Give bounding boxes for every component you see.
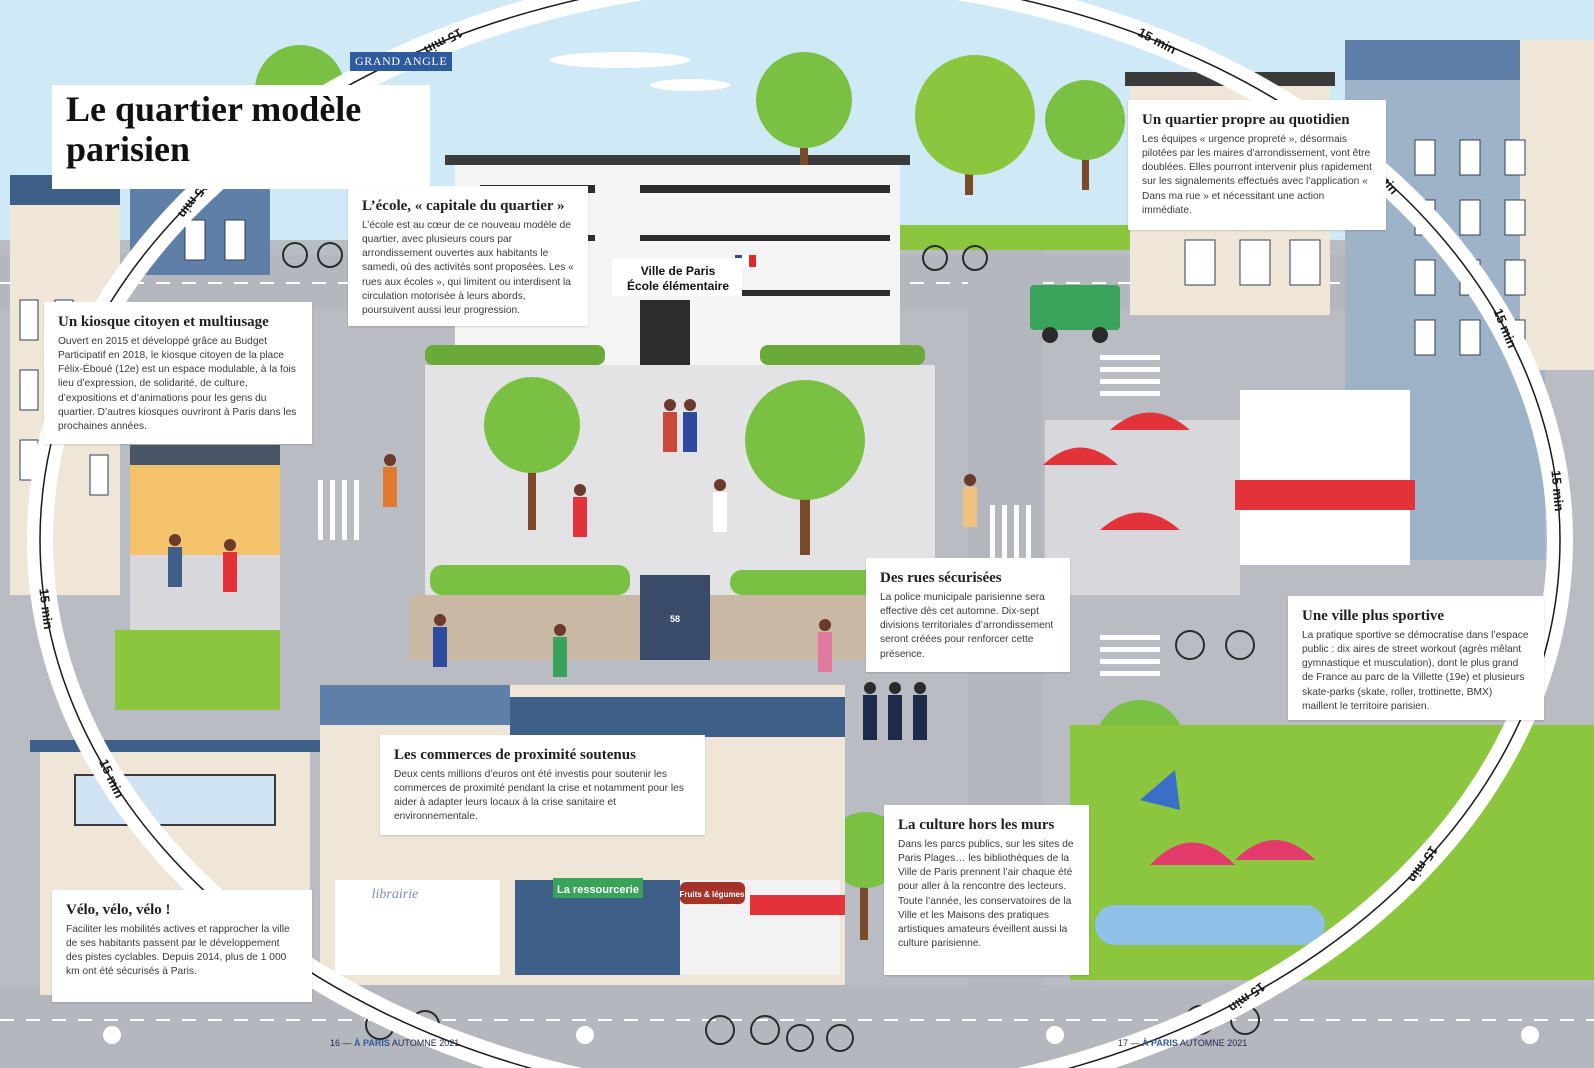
bike-lane-icons — [103, 1026, 1539, 1044]
shop-ressourcerie-sign — [553, 878, 643, 898]
building-bottom-left-roof — [30, 740, 320, 752]
callout-title: La culture hors les murs — [898, 817, 1055, 833]
distance-label: 15 min — [1548, 470, 1567, 512]
callout-title: Un quartier propre au quotidien — [1142, 112, 1350, 128]
building-right-blue-roof — [1345, 40, 1545, 80]
callout-kiosque: Un kiosque citoyen et multiusage Ouvert … — [44, 302, 312, 444]
shop-ressourcerie-label: La ressourcerie — [557, 884, 639, 896]
callout-text: La police municipale parisienne sera eff… — [880, 592, 1054, 660]
callout-text: Deux cents millions d’euros ont été inve… — [394, 769, 684, 823]
kiosk-roof — [130, 445, 280, 465]
issue-season: AUTOMNE 2021 — [1179, 1038, 1248, 1048]
callout-rues: Des rues sécurisées La police municipale… — [866, 558, 1070, 672]
callout-commerces: Les commerces de proximité soutenus Deux… — [380, 735, 705, 835]
shop-fruits-awning — [750, 895, 845, 915]
truck-wheel — [1092, 327, 1108, 343]
callout-velo: Vélo, vélo, vélo ! Faciliter les mobilit… — [52, 890, 312, 1002]
shop-fruits-label: Fruits & légumes — [680, 890, 745, 899]
school-sign-line1: Ville de Paris — [641, 264, 716, 278]
slide — [1140, 770, 1180, 810]
hedge — [430, 565, 630, 595]
cloud — [650, 79, 730, 91]
school-roof — [445, 155, 910, 165]
parasols — [1043, 412, 1190, 530]
issue-season: AUTOMNE 2021 — [391, 1038, 460, 1048]
crosswalks — [318, 355, 1160, 676]
shop-row-roof-dark — [510, 697, 845, 737]
folio-right: 17 — À PARIS AUTOMNE 2021 — [1118, 1038, 1248, 1048]
distance-label: 15 min — [36, 587, 56, 630]
cloud — [550, 52, 690, 68]
callout-text: Ouvert en 2015 et développé grâce au Bud… — [58, 336, 297, 432]
title-panel — [52, 85, 430, 189]
section-tag: GRAND ANGLE — [350, 52, 453, 71]
page-title: Le quartier modèle parisien — [66, 89, 362, 170]
callout-title: Une ville plus sportive — [1302, 608, 1445, 624]
garden-left — [115, 630, 280, 710]
bicycles — [282, 242, 1260, 1052]
hedge — [760, 345, 925, 365]
callout-ecole: L’école, « capitale du quartier » L’écol… — [348, 186, 588, 326]
cafe-awning — [1235, 480, 1415, 510]
cafe-terrace — [1045, 420, 1240, 595]
fifteen-minute-ring-line — [39, 0, 1561, 1068]
kiosk-plaza — [130, 555, 280, 630]
callout-text: L’école est au cœur de ce nouveau modèle… — [362, 220, 574, 316]
magazine-name: À PARIS — [1142, 1038, 1178, 1048]
building-far-right — [1520, 40, 1594, 370]
page-number-right: 17 — [1118, 1038, 1129, 1048]
callout-sportive: Une ville plus sportive La pratique spor… — [1288, 596, 1544, 720]
people — [168, 399, 977, 740]
magazine-name: À PARIS — [354, 1038, 390, 1048]
hedge — [425, 345, 605, 365]
cafe-building — [1240, 390, 1410, 565]
callout-propre: Un quartier propre au quotidien Les équi… — [1128, 100, 1386, 230]
gate-number: 58 — [670, 614, 680, 624]
callout-text: La pratique sportive se démocratise dans… — [1302, 630, 1529, 712]
cleaning-truck — [1030, 285, 1120, 330]
shop-fruits-sign — [680, 882, 745, 904]
callout-text: Dans les parcs publics, sur les sites de… — [898, 839, 1074, 949]
school-sign-panel — [612, 258, 742, 296]
school-sign-line2: École élémentaire — [627, 278, 729, 293]
truck-wheel — [1042, 327, 1058, 343]
callout-title: Vélo, vélo, vélo ! — [66, 902, 171, 918]
callout-title: L’école, « capitale du quartier » — [362, 198, 565, 214]
park-umbrellas — [1150, 840, 1315, 865]
shop-row-roof-blue — [320, 685, 510, 725]
callout-text: Faciliter les mobilités actives et rappr… — [66, 924, 290, 978]
shop-librairie — [335, 880, 500, 975]
folio-left: 16 — À PARIS AUTOMNE 2021 — [330, 1038, 460, 1048]
school-gate — [640, 575, 710, 660]
callout-title: Les commerces de proximité soutenus — [394, 747, 636, 763]
page-number-left: 16 — [330, 1038, 341, 1048]
callout-title: Un kiosque citoyen et multiusage — [58, 314, 269, 330]
callout-text: Les équipes « urgence propreté », désorm… — [1142, 134, 1372, 216]
callout-title: Des rues sécurisées — [880, 570, 1002, 586]
callout-culture: La culture hors les murs Dans les parcs … — [884, 805, 1089, 975]
shop-librairie-sign: librairie — [372, 887, 419, 902]
blanket — [1095, 905, 1325, 945]
